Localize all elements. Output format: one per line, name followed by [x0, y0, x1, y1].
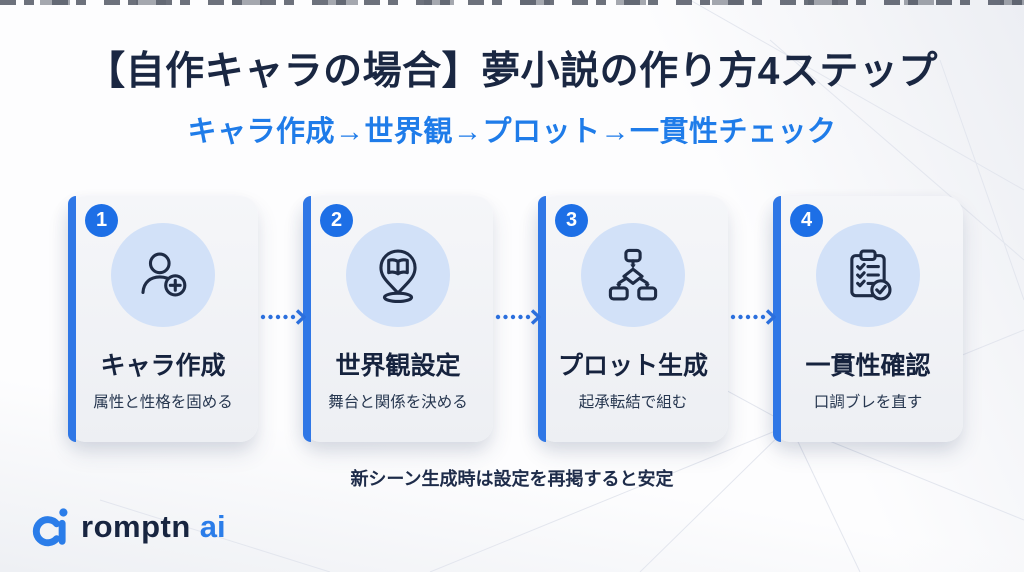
step-number-badge: 3	[555, 204, 588, 237]
clipboard-check-icon	[850, 249, 892, 301]
step-card-3: 3 プロット生成 起承転結で組む	[538, 196, 728, 442]
flowchart-icon	[608, 248, 658, 301]
page-title: 【自作キャラの場合】夢小説の作り方4ステップ	[86, 50, 938, 93]
page-subtitle: キャラ作成→世界観→プロット→一貫性チェック	[187, 116, 837, 148]
dotted-arrow-icon	[260, 309, 306, 325]
user-plus-icon	[141, 252, 187, 297]
map-pin-book-icon	[379, 249, 417, 304]
icon-circle	[111, 223, 215, 327]
step-description: 属性と性格を固める	[93, 394, 233, 411]
icon-circle	[346, 223, 450, 327]
icon-circle	[816, 223, 920, 327]
card-accent-stripe	[773, 196, 781, 442]
brand-name: romptn	[81, 509, 191, 544]
steps-row: 1 キャラ作成 属性と性格を固める 2	[68, 196, 963, 442]
romptn-logo-icon	[32, 508, 68, 547]
footer-note: 新シーン生成時は設定を再掲すると安定	[350, 469, 674, 489]
brand-logo: romptn ai	[30, 506, 226, 548]
step-title: 世界観設定	[335, 352, 461, 380]
clipped-top-text-artifact	[0, 0, 1024, 5]
step-description: 舞台と関係を決める	[328, 394, 468, 411]
step-number-badge: 4	[790, 204, 823, 237]
step-title: キャラ作成	[100, 352, 226, 380]
card-accent-stripe	[68, 196, 76, 442]
step-title: プロット生成	[557, 352, 708, 380]
step-card-4: 4 一貫性確認 口調ブレを直す	[773, 196, 963, 442]
step-description: 口調ブレを直す	[813, 394, 923, 411]
step-number-badge: 1	[85, 204, 118, 237]
step-title: 一貫性確認	[805, 352, 931, 380]
step-card-1: 1 キャラ作成 属性と性格を固める	[68, 196, 258, 442]
card-accent-stripe	[303, 196, 311, 442]
brand-suffix: ai	[199, 509, 226, 544]
card-accent-stripe	[538, 196, 546, 442]
step-number-badge: 2	[320, 204, 353, 237]
dotted-arrow-icon	[730, 309, 776, 325]
step-card-2: 2 世界観設定 舞台と関係を決める	[303, 196, 493, 442]
dotted-arrow-icon	[495, 309, 541, 325]
icon-circle	[581, 223, 685, 327]
step-description: 起承転結で組む	[578, 394, 688, 411]
